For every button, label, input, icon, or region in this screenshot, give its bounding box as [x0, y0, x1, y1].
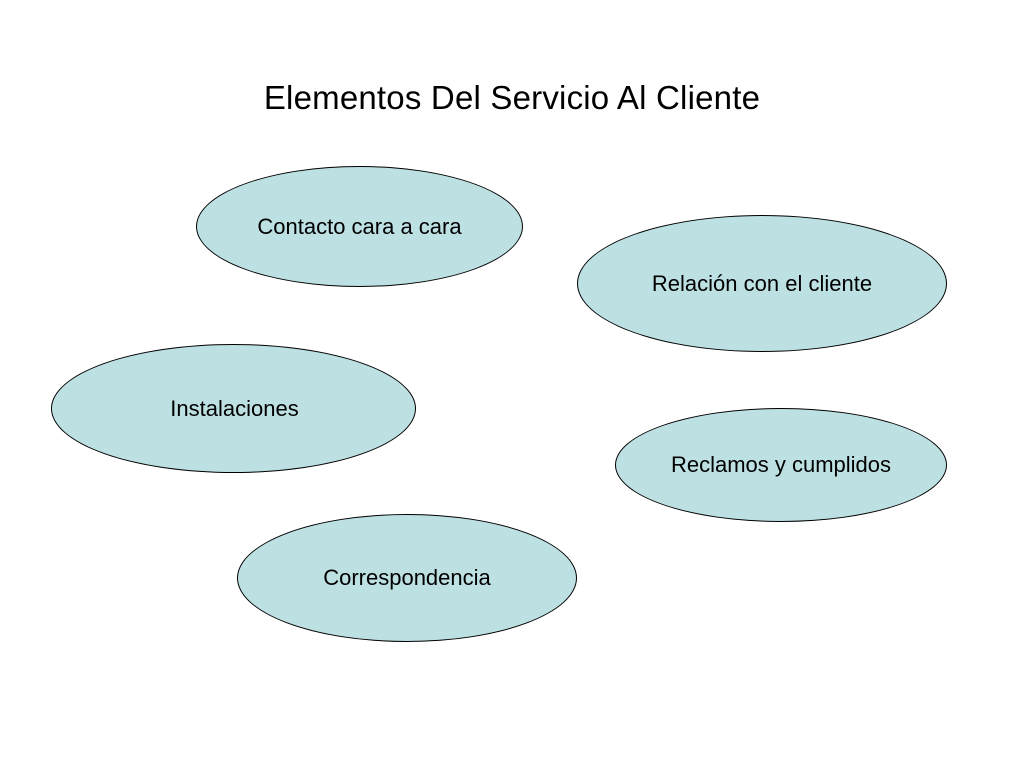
slide-title: Elementos Del Servicio Al Cliente — [263, 79, 761, 116]
oval-reclamos-y-cumplidos: Reclamos y cumplidos — [615, 408, 947, 522]
oval-correspondencia: Correspondencia — [237, 514, 577, 642]
oval-instalaciones: Instalaciones — [51, 344, 416, 473]
oval-label: Reclamos y cumplidos — [670, 452, 892, 477]
oval-label: Correspondencia — [323, 565, 491, 590]
oval-label: Contacto cara a cara — [257, 213, 462, 239]
oval-label: Relación con el cliente — [651, 270, 873, 296]
oval-relacion-con-el-cliente: Relación con el cliente — [577, 215, 947, 352]
oval-label: Instalaciones — [170, 395, 299, 421]
oval-contacto-cara-a-cara: Contacto cara a cara — [196, 166, 523, 287]
